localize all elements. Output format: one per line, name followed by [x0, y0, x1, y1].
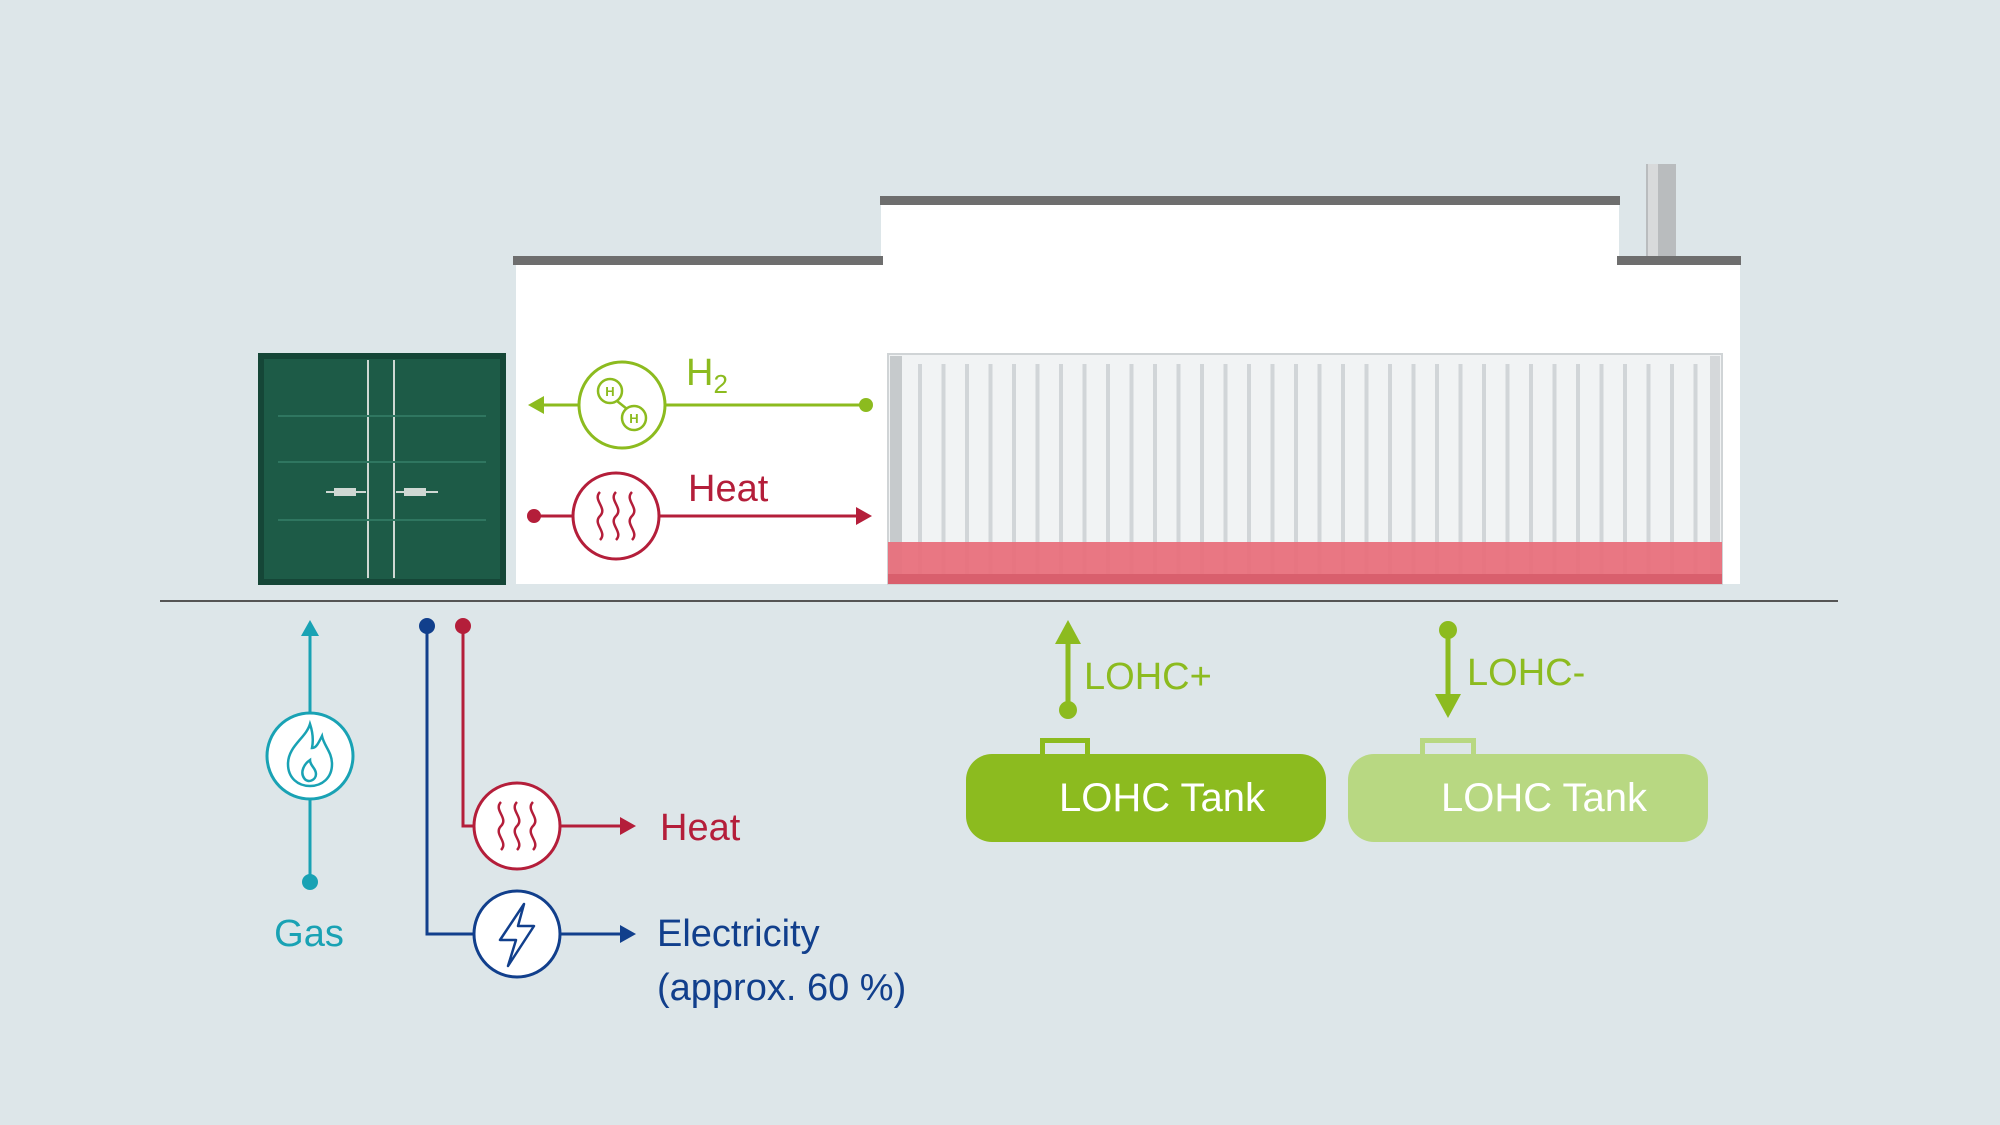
roof-center: [880, 196, 1620, 205]
chp-container: [258, 353, 506, 585]
roof-left: [513, 256, 883, 265]
lohc-tank-label: LOHC Tank: [1059, 776, 1266, 820]
h2-flow: H H H2: [528, 352, 873, 450]
gas-flow: Gas: [265, 620, 355, 955]
heat-waves-icon: [571, 471, 661, 561]
lohc-minus-label: LOHC-: [1467, 652, 1585, 694]
lohc-plus-label: LOHC+: [1084, 656, 1212, 698]
lohc-container: [887, 353, 1723, 585]
lohc-tank-label: LOHC Tank: [1441, 776, 1648, 820]
flame-icon: [265, 711, 355, 801]
electricity-label: Electricity: [657, 913, 820, 955]
heat-inner-label: Heat: [688, 468, 769, 510]
lohc-tank-unloaded: LOHC Tank: [1348, 738, 1708, 842]
chimney-shade: [1648, 164, 1658, 258]
h2-label: H2: [686, 352, 728, 399]
building-high-wall: [881, 200, 1619, 270]
gas-label: Gas: [274, 913, 344, 955]
lightning-bolt-icon: [472, 889, 562, 979]
roof-right: [1617, 256, 1741, 265]
lohc-tank-loaded: LOHC Tank: [966, 738, 1326, 842]
lohc-minus-flow: LOHC-: [1435, 621, 1585, 718]
heat-flow-inner: Heat: [527, 468, 872, 561]
svg-text:H: H: [605, 384, 614, 399]
heat-waves-icon: [472, 781, 562, 871]
electricity-share-label: (approx. 60 %): [657, 967, 906, 1009]
lohc-plus-flow: LOHC+: [1055, 620, 1212, 719]
h2-molecule-icon: H H: [577, 360, 667, 450]
svg-text:H: H: [629, 411, 638, 426]
heat-flow-outer: Heat: [455, 618, 741, 871]
electricity-flow: Electricity (approx. 60 %): [419, 618, 906, 1009]
heat-outer-label: Heat: [660, 807, 741, 849]
